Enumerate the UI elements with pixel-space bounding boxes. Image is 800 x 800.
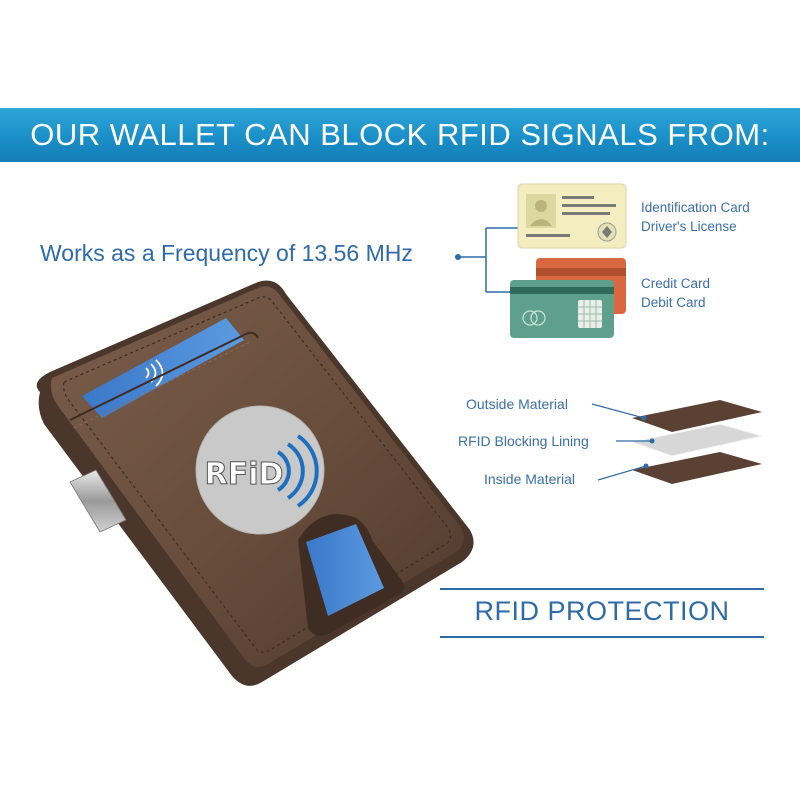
credit-card-label-line2: Debit Card xyxy=(641,295,706,310)
wallet-image: RFiD xyxy=(36,280,474,686)
id-card-label-line2: Driver's License xyxy=(641,219,737,234)
layer-diagram xyxy=(591,400,763,484)
credit-card-label-line1: Credit Card xyxy=(641,276,711,291)
rfid-badge: RFiD xyxy=(195,405,325,535)
outside-material-label: Outside Material xyxy=(466,396,568,412)
banner-title: OUR WALLET CAN BLOCK RFID SIGNALS FROM: xyxy=(30,117,770,152)
rfid-waves-icon xyxy=(276,434,319,508)
id-card-icon xyxy=(517,183,627,249)
header-banner: OUR WALLET CAN BLOCK RFID SIGNALS FROM: xyxy=(0,108,800,162)
frequency-text: Works as a Frequency of 13.56 MHz xyxy=(40,240,413,266)
credit-card-icon xyxy=(510,280,614,338)
money-clip xyxy=(69,469,127,533)
protection-rule-bottom xyxy=(440,636,764,638)
protection-title: RFID PROTECTION xyxy=(474,596,730,626)
rfid-lining-label: RFID Blocking Lining xyxy=(458,433,589,449)
protection-rule-top xyxy=(440,588,764,590)
id-card-label-line1: Identification Card xyxy=(641,200,750,215)
id-card-label: Identification Card Driver's License xyxy=(641,198,750,236)
rfid-logo-text: RFiD xyxy=(205,457,284,492)
credit-card-label: Credit Card Debit Card xyxy=(641,274,710,312)
inside-material-label: Inside Material xyxy=(484,471,576,487)
